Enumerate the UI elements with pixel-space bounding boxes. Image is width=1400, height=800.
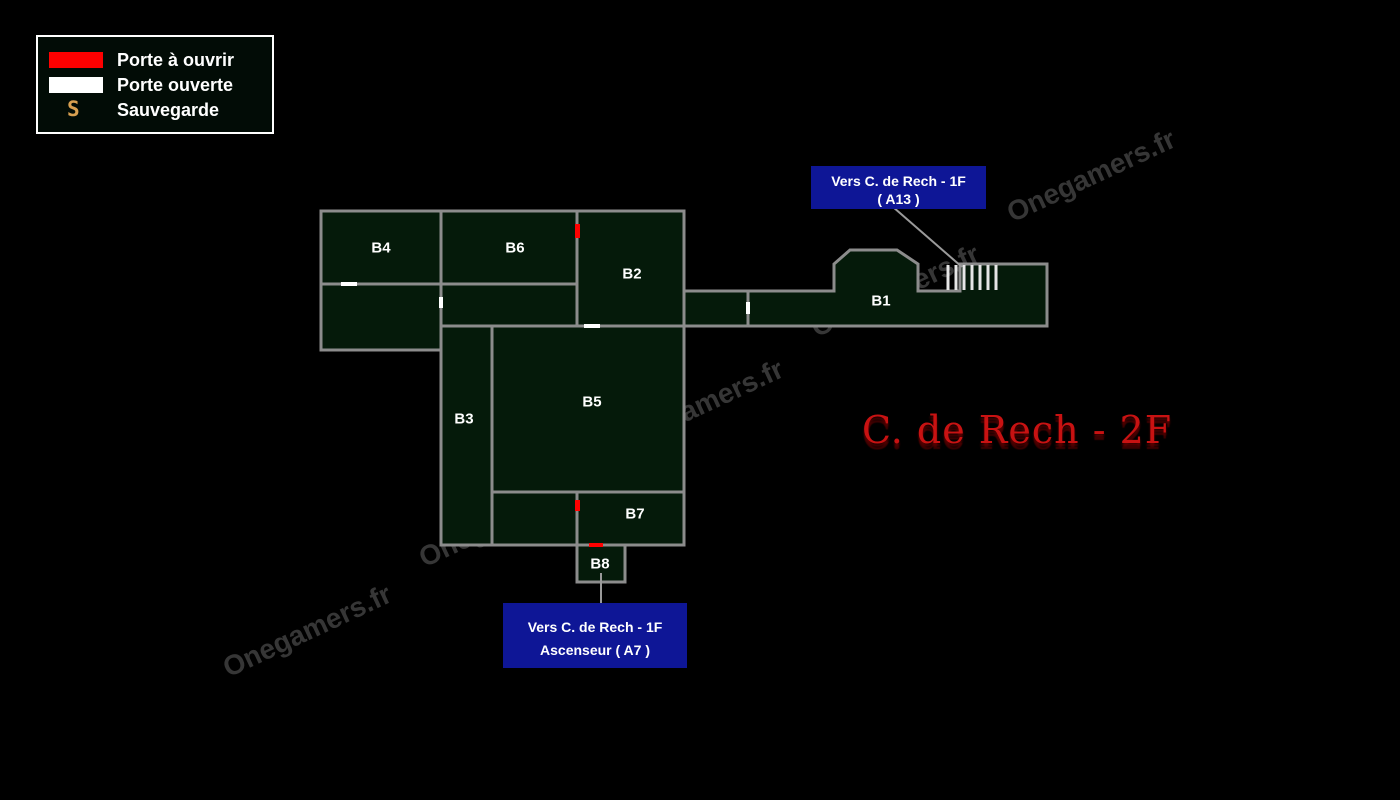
room-label-b6: B6 xyxy=(505,239,525,257)
room-label-b4: B4 xyxy=(371,239,391,257)
callout-line: Vers C. de Rech - 1F xyxy=(831,173,966,189)
room-label-b8: B8 xyxy=(590,555,610,573)
open-door-swatch xyxy=(49,77,103,93)
callout-to-1f-a13: Vers C. de Rech - 1F ( A13 ) xyxy=(811,166,986,209)
room-label-b5: B5 xyxy=(582,393,602,411)
door-open xyxy=(439,297,443,308)
room-b7 xyxy=(575,490,686,547)
room-b1 xyxy=(746,248,1049,328)
room-b2 xyxy=(575,209,686,328)
locked-door-swatch xyxy=(49,52,103,68)
rooms xyxy=(319,209,1049,584)
room-label-b7: B7 xyxy=(625,505,645,523)
door-open xyxy=(584,324,600,328)
callout-line: Vers C. de Rech - 1F xyxy=(527,619,663,635)
legend-label: Porte à ouvrir xyxy=(117,50,235,70)
room-label-b3: B3 xyxy=(454,410,474,428)
doors-locked xyxy=(575,224,603,547)
door-open xyxy=(746,302,750,314)
save-s-icon: S xyxy=(67,97,80,121)
legend-item-open-door: Porte ouverte xyxy=(38,74,268,96)
corridor-west xyxy=(319,282,443,352)
legend-item-locked-door: Porte à ouvrir xyxy=(38,49,268,71)
callout-line: Ascenseur ( A7 ) xyxy=(540,642,650,658)
room-b4 xyxy=(319,209,443,286)
door-locked xyxy=(575,500,580,511)
legend-label: Porte ouverte xyxy=(117,75,234,95)
room-label-b1: B1 xyxy=(871,292,891,310)
legend-label: Sauvegarde xyxy=(117,100,220,120)
corridor-north xyxy=(439,282,579,328)
door-locked xyxy=(575,224,580,238)
doors-open xyxy=(341,282,750,328)
callout-line: ( A13 ) xyxy=(877,191,920,207)
door-locked xyxy=(589,543,603,547)
door-open xyxy=(341,282,357,286)
area-title: C. de Rech - 2F xyxy=(862,408,1173,452)
stairs xyxy=(946,265,998,290)
room-label-b2: B2 xyxy=(622,265,642,283)
leader-line-top xyxy=(892,206,963,268)
corridor-south xyxy=(490,490,579,547)
legend-item-save: S Sauvegarde xyxy=(38,97,268,121)
corridor-east xyxy=(682,289,750,328)
callout-to-1f-elevator: Vers C. de Rech - 1F Ascenseur ( A7 ) xyxy=(503,603,687,668)
room-b3 xyxy=(439,324,494,547)
legend: Porte à ouvrir Porte ouverte S Sauvegard… xyxy=(36,35,274,134)
